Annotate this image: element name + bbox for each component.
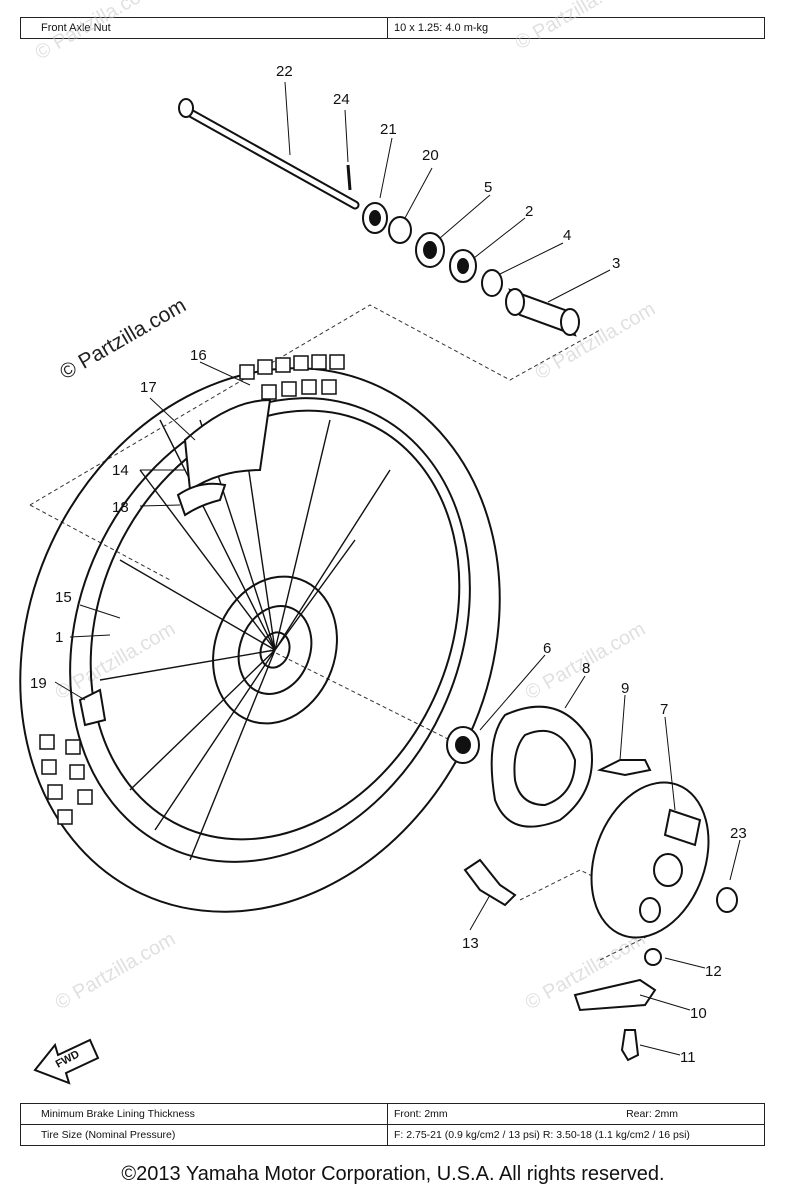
callout-21: 21 [380,121,397,138]
lining-rear: Rear: 2mm [626,1108,678,1120]
callout-10: 10 [690,1005,707,1022]
lining-label: Minimum Brake Lining Thickness [20,1103,388,1125]
callout-12: 12 [705,963,722,980]
watermark-main: © Partzilla.com [56,294,190,385]
tire-inner [69,397,471,863]
cam-lever [573,978,657,1012]
callout-17: 17 [140,379,157,396]
fwd-arrow-icon: FWD [33,1038,100,1085]
brake-plate [590,781,710,939]
watermark: © Partzilla.com [52,928,180,1014]
callout-3: 3 [612,255,620,272]
part-callouts: 22 24 21 20 5 2 4 3 16 17 14 18 15 1 19 … [30,63,747,1066]
axle-hardware [362,202,580,337]
tire-size-row: Tire Size (Nominal Pressure) F: 2.75-21 … [20,1124,765,1146]
callout-22: 22 [276,63,293,80]
callout-11: 11 [680,1049,696,1066]
callout-19: 19 [30,675,47,692]
callout-5: 5 [484,179,492,196]
dust-seal [388,216,412,244]
callout-6: 6 [543,640,551,657]
callout-2: 2 [525,203,533,220]
callout-16: 16 [190,347,207,364]
lining-values: Front: 2mm Rear: 2mm [387,1103,765,1125]
callout-9: 9 [621,680,629,697]
cam-shaft [463,858,517,907]
leader-lines [54,81,741,1056]
watermark: © Partzilla.com [32,0,160,64]
tube [183,398,272,492]
callout-18: 18 [112,499,129,516]
lining-row: Minimum Brake Lining Thickness Front: 2m… [20,1103,765,1125]
callout-23: 23 [730,825,747,842]
camshaft-nut [644,948,662,966]
assembly-guide-lines [29,304,661,961]
brake-parts [446,705,738,1062]
rim-lock [78,688,107,727]
callout-4: 4 [563,227,571,244]
rim-band [176,482,227,517]
tire-size-front: F: 2.75-21 (0.9 kg/cm2 / 13 psi) [394,1129,540,1141]
watermark: © Partzilla.com [512,0,640,54]
callout-24: 24 [333,91,350,108]
lever-bolt [620,1029,640,1062]
callout-1: 1 [55,629,63,646]
callout-13: 13 [462,935,479,952]
brake-spring [596,759,652,777]
callout-7: 7 [660,701,668,718]
tire-tread [39,354,345,825]
callout-15: 15 [55,589,72,606]
front-axle [178,98,360,210]
tube-and-flap [78,398,272,727]
axle-nut-spec-table: Front Axle Nut 10 x 1.25: 4.0 m-kg [20,17,765,39]
brake-tire-spec-table: Minimum Brake Lining Thickness Front: 2m… [20,1103,765,1146]
rim [89,409,461,841]
copyright-notice: ©2013 Yamaha Motor Corporation, U.S.A. A… [121,1163,665,1185]
axle-nut-label: Front Axle Nut [20,17,388,39]
axle-nut-row: Front Axle Nut 10 x 1.25: 4.0 m-kg [20,17,765,39]
hub [212,575,338,725]
callout-20: 20 [422,147,439,164]
oil-seal [481,269,503,297]
tire-size-values: F: 2.75-21 (0.9 kg/cm2 / 13 psi) R: 3.50… [387,1124,765,1146]
tire-size-rear: R: 3.50-18 (1.1 kg/cm2 / 16 psi) [542,1129,690,1141]
axle-nut-value: 10 x 1.25: 4.0 m-kg [387,17,765,39]
callout-8: 8 [582,660,590,677]
axle-nut [716,887,738,913]
callout-14: 14 [112,462,129,479]
lining-front: Front: 2mm [394,1108,448,1120]
tire-size-label: Tire Size (Nominal Pressure) [20,1124,388,1146]
